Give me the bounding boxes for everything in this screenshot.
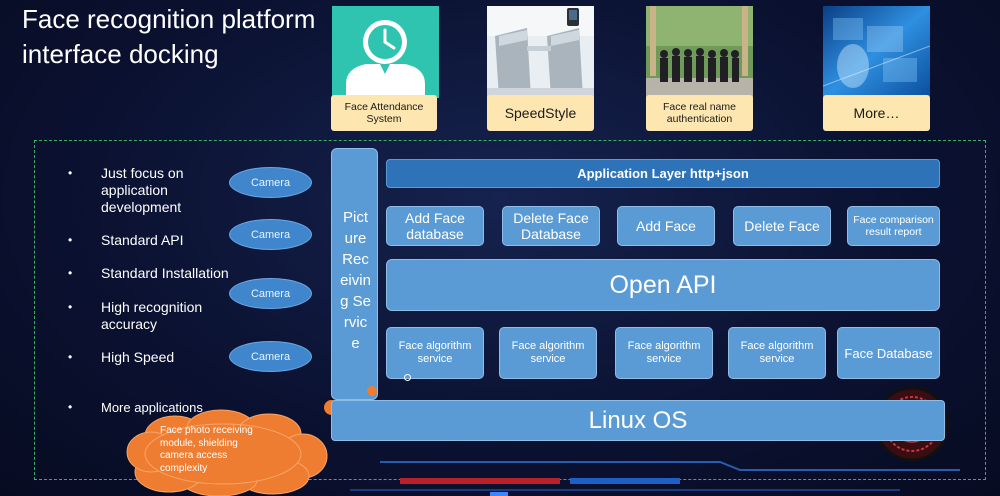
caption-face-attendance: Face Attendance System [331,95,437,131]
face-algorithm-service: Face algorithm service [499,327,597,379]
face-algorithm-service: Face algorithm service [615,327,713,379]
connector-dot [367,386,377,396]
feature-item: High Speed [66,349,246,366]
api-add-face-database: Add Face database [386,206,484,246]
caption-real-name-auth: Face real name authentication [646,95,753,131]
camera-node: Camera [229,278,312,309]
linux-os-bar: Linux OS [331,400,945,441]
api-add-face: Add Face [617,206,715,246]
feature-item: Standard Installation [66,265,246,282]
api-face-comparison-report: Face comparison result report [847,206,940,246]
camera-node: Camera [229,341,312,372]
small-circle-marker [404,374,411,381]
people-group-image [646,6,753,98]
feature-item: High recognition accuracy [66,299,246,333]
cloud-callout-text: Face photo receiving module, shielding c… [160,425,253,474]
caption-speedstyle: SpeedStyle [487,95,594,131]
cloud-callout-shape [126,409,328,496]
open-api-bar: Open API [386,259,940,311]
api-delete-face-database: Delete Face Database [502,206,600,246]
feature-item: Just focus on application development [66,165,246,216]
api-delete-face: Delete Face [733,206,831,246]
feature-item: Standard API [66,232,246,249]
page-title: Face recognition platform interface dock… [22,4,316,69]
attendance-clock-image [332,6,439,98]
caption-more: More… [823,95,930,131]
picture-receiving-service-label: Picture Receiving Service [340,209,371,352]
feature-item: More applications [66,399,246,416]
digital-face-image [823,6,930,98]
face-algorithm-service: Face algorithm service [386,327,484,379]
bottom-decoration [350,461,960,496]
picture-receiving-service: Picture Receiving Service [331,148,378,400]
camera-node: Camera [229,219,312,250]
speed-gate-image [487,6,594,98]
face-algorithm-service: Face algorithm service [728,327,826,379]
camera-node: Camera [229,167,312,198]
application-layer-bar: Application Layer http+json [386,159,940,188]
face-database-box: Face Database [837,327,940,379]
